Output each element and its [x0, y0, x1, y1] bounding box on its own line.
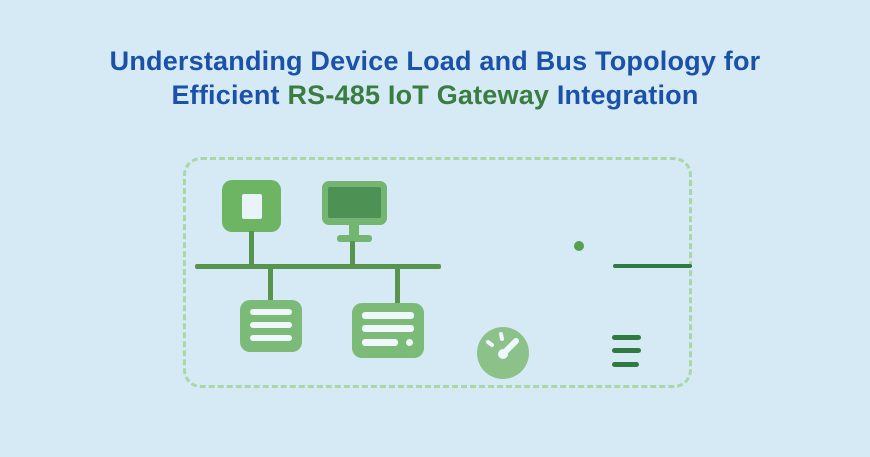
- gauge-icon: [477, 327, 529, 379]
- server-led-dot: [406, 339, 413, 346]
- bus-line: [195, 264, 441, 269]
- server-bar: [250, 309, 292, 315]
- menu-lines-icon: [612, 362, 639, 367]
- title-line-2-suffix: Integration: [549, 80, 699, 110]
- server-icon-right: [352, 303, 424, 358]
- server-bar: [250, 335, 292, 341]
- server-bar: [362, 312, 414, 319]
- title-line-1: Understanding Device Load and Bus Topolo…: [109, 46, 761, 76]
- title-line-2-prefix: Efficient: [171, 80, 288, 110]
- signal-line: [613, 264, 692, 268]
- menu-lines-icon: [612, 348, 641, 353]
- bus-drop-io-module: [249, 231, 254, 267]
- bus-topology-diagram: [183, 157, 692, 388]
- page-title: Understanding Device Load and Bus Topolo…: [0, 44, 870, 112]
- title-line-2-highlight: RS-485 IoT Gateway: [287, 80, 550, 110]
- monitor-screen: [328, 187, 381, 218]
- menu-lines-icon: [612, 335, 641, 340]
- server-icon-left: [240, 300, 302, 352]
- bus-drop-server-right: [395, 267, 400, 305]
- monitor-stand-base: [337, 235, 372, 242]
- gauge-svg: [477, 327, 529, 379]
- bus-drop-monitor: [350, 241, 355, 268]
- server-bar: [250, 322, 292, 328]
- bus-drop-server-left: [268, 267, 273, 302]
- io-module-inner-square: [242, 194, 262, 219]
- monitor-stand-neck: [349, 225, 359, 237]
- server-bar: [362, 339, 398, 346]
- title-line-2: Efficient RS-485 IoT Gateway Integration: [171, 80, 698, 110]
- io-module-icon: [222, 180, 281, 232]
- monitor-icon: [322, 181, 387, 225]
- server-bar: [362, 325, 414, 332]
- status-dot-icon: [574, 241, 584, 251]
